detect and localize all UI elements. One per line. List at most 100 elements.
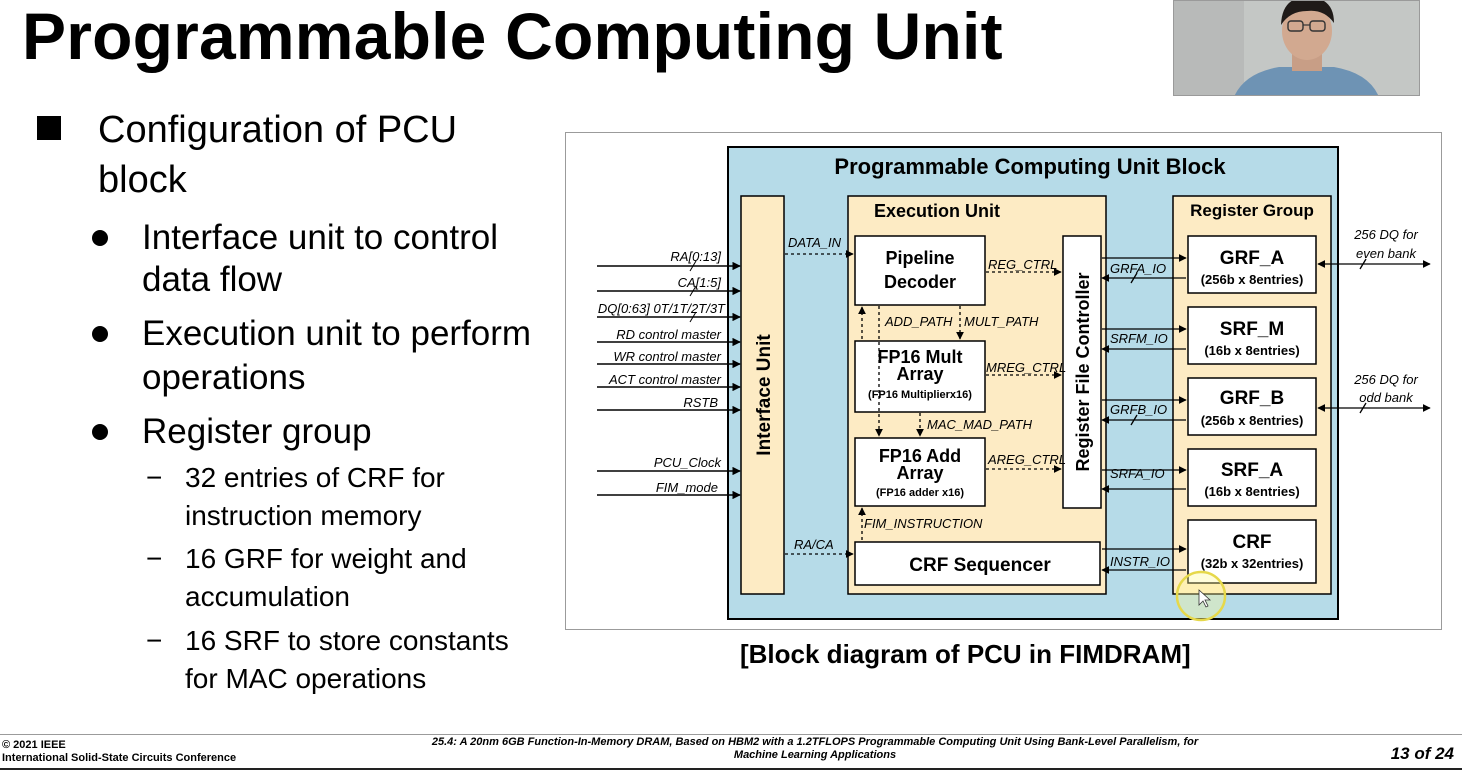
execution-unit-label: Execution Unit [874, 201, 1000, 221]
register-grf-a: GRF_A (256b x 8entries) [1187, 235, 1317, 294]
register-file-controller-label: Register File Controller [1073, 272, 1093, 471]
register-grf-b: GRF_B (256b x 8entries) [1187, 377, 1317, 436]
bullet-main-line1: Configuration of PCU [98, 109, 458, 151]
grf-a-spec: (256b x 8entries) [1201, 272, 1304, 287]
crf-name: CRF [1232, 532, 1271, 553]
footer-paper-title: 25.4: A 20nm 6GB Function-In-Memory DRAM… [370, 736, 1260, 762]
mouse-pointer-icon [1198, 589, 1212, 608]
signal-data-in: DATA_IN [788, 235, 842, 250]
dash-bullet-icon: − [146, 625, 163, 656]
fp16-mult-line1: FP16 Mult [877, 347, 962, 367]
sub-item-1-line2: instruction memory [185, 500, 422, 531]
footer-divider [0, 734, 1462, 735]
footer-paper-line2: Machine Learning Applications [733, 749, 897, 761]
signal-grfb-io: GRFB_IO [1110, 402, 1167, 417]
dash-bullet-icon: − [146, 462, 163, 493]
bottom-border [0, 768, 1462, 770]
input-label-ra: RA[0:13] [670, 249, 721, 264]
dq-odd-line2: odd bank [1359, 390, 1414, 405]
footer-copyright: © 2021 IEEE [2, 739, 66, 751]
dq-even-line2: even bank [1356, 246, 1417, 261]
square-bullet-icon [37, 116, 61, 140]
crf-sequencer-box [854, 541, 1101, 586]
register-file-controller-box [1062, 235, 1102, 509]
bullet-item-1-line2: data flow [142, 260, 283, 299]
sub-item-3-line2: for MAC operations [185, 663, 427, 694]
input-label-ca: CA[1:5] [678, 275, 722, 290]
fp16-add-box [854, 437, 986, 507]
diagram-caption: [Block diagram of PCU in FIMDRAM] [740, 639, 1191, 669]
presenter-silhouette-icon [1174, 1, 1419, 95]
dot-bullet-icon [92, 424, 108, 440]
footer-conference: International Solid-State Circuits Confe… [2, 752, 237, 764]
page-indicator: 13 of 24 [1390, 744, 1454, 763]
pipeline-decoder-box [854, 235, 986, 306]
dot-bullet-icon [92, 326, 108, 342]
bus-slash-marks [689, 260, 697, 323]
input-label-dq: DQ[0:63] 0T/1T/2T/3T [598, 301, 726, 316]
fp16-mult-line3: (FP16 Multiplierx16) [868, 389, 972, 401]
fp16-add-line2: Array [896, 463, 943, 483]
register-crf: CRF (32b x 32entries) [1187, 519, 1317, 584]
input-label-rd: RD control master [616, 327, 721, 342]
signal-mac-mad-path: MAC_MAD_PATH [927, 417, 1033, 432]
srf-m-spec: (16b x 8entries) [1204, 343, 1299, 358]
sub-item-2-line1: 16 GRF for weight and [185, 543, 467, 574]
crf-spec: (32b x 32entries) [1201, 556, 1304, 571]
signal-grfa-io: GRFA_IO [1110, 261, 1166, 276]
register-srf-a: SRF_A (16b x 8entries) [1187, 448, 1317, 507]
sub-item-3-line1: 16 SRF to store constants [185, 625, 509, 656]
srf-a-spec: (16b x 8entries) [1204, 484, 1299, 499]
bullet-main-line2: block [98, 159, 187, 201]
grf-a-name: GRF_A [1220, 248, 1285, 269]
register-srf-m: SRF_M (16b x 8entries) [1187, 306, 1317, 365]
grf-b-spec: (256b x 8entries) [1201, 413, 1304, 428]
dq-odd-line1: 256 DQ for [1353, 372, 1418, 387]
pipeline-decoder-line2: Decoder [884, 272, 956, 292]
bullet-item-3-line1: Register group [142, 412, 372, 451]
register-io-arrows [1101, 254, 1431, 574]
signal-instr-io: INSTR_IO [1110, 554, 1170, 569]
fp16-add-line1: FP16 Add [879, 446, 961, 466]
signal-areg-ctrl: AREG_CTRL [987, 452, 1066, 467]
bullet-item-2-line1: Execution unit to perform [142, 314, 532, 353]
sub-item-1-line1: 32 entries of CRF for [185, 462, 445, 493]
input-label-wr: WR control master [613, 349, 721, 364]
input-label-act: ACT control master [608, 372, 722, 387]
pipeline-decoder-line1: Pipeline [885, 248, 954, 268]
input-label-fim-mode: FIM_mode [656, 480, 718, 495]
sub-item-2-line2: accumulation [185, 581, 350, 612]
signal-fim-instruction: FIM_INSTRUCTION [864, 516, 983, 531]
internal-signal-arrows [785, 250, 1062, 558]
slide-title: Programmable Computing Unit [22, 0, 1003, 73]
srf-a-name: SRF_A [1221, 460, 1284, 481]
input-label-rstb: RSTB [683, 395, 718, 410]
signal-add-path: ADD_PATH [884, 314, 953, 329]
signal-mreg-ctrl: MREG_CTRL [986, 360, 1066, 375]
input-labels: RA[0:13] CA[1:5] DQ[0:63] 0T/1T/2T/3T RD… [598, 249, 726, 495]
bullet-item-2-line2: operations [142, 358, 306, 397]
pcu-block-title: Programmable Computing Unit Block [834, 154, 1226, 179]
signal-srfm-io: SRFM_IO [1110, 331, 1168, 346]
dq-even-line1: 256 DQ for [1353, 227, 1418, 242]
fp16-add-line3: (FP16 adder x16) [876, 487, 964, 499]
dash-bullet-icon: − [146, 543, 163, 574]
presenter-webcam [1173, 0, 1420, 96]
crf-sequencer-label: CRF Sequencer [909, 555, 1051, 576]
signal-srfa-io: SRFA_IO [1110, 466, 1165, 481]
signal-ra-ca: RA/CA [794, 537, 834, 552]
register-group-label: Register Group [1190, 201, 1314, 220]
signal-reg-ctrl: REG_CTRL [988, 257, 1057, 272]
srf-m-name: SRF_M [1220, 319, 1284, 340]
interface-unit-label: Interface Unit [754, 334, 775, 456]
signal-labels: DATA_IN RA/CA REG_CTRL MREG_CTRL AREG_CT… [788, 227, 1418, 569]
input-label-pcu-clock: PCU_Clock [654, 455, 723, 470]
dot-bullet-icon [92, 230, 108, 246]
fp16-mult-line2: Array [896, 364, 943, 384]
footer-left: © 2021 IEEE International Solid-State Ci… [2, 739, 236, 765]
bullet-item-1-line1: Interface unit to control [142, 218, 499, 257]
interface-unit-box [740, 195, 785, 595]
footer-paper-line1: 25.4: A 20nm 6GB Function-In-Memory DRAM… [431, 736, 1199, 748]
signal-mult-path: MULT_PATH [964, 314, 1039, 329]
